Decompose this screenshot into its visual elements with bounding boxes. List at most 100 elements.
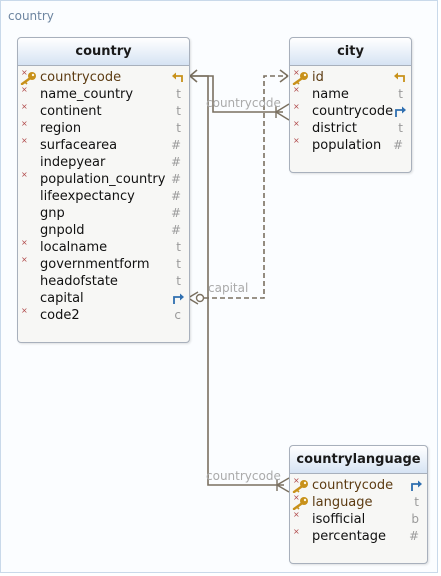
corner-arrow-icon (395, 106, 406, 117)
group-title: country (8, 9, 54, 23)
column-type: t (398, 87, 403, 101)
column-name: code2 (40, 308, 80, 323)
column-row[interactable]: gnp# (18, 205, 189, 222)
column-type: c (174, 308, 181, 322)
column-type: t (414, 495, 419, 509)
column-name: lifeexpectancy (40, 189, 135, 204)
table-header-city[interactable]: city (290, 38, 411, 66)
column-name: population_country (40, 172, 166, 187)
table-header-country[interactable]: country (18, 38, 189, 66)
column-row[interactable]: × language t (290, 493, 427, 511)
column-row[interactable]: × id (290, 68, 411, 86)
key-icon (292, 480, 308, 493)
required-marker: × (21, 306, 28, 315)
column-type: # (170, 189, 181, 203)
corner-arrow-icon (173, 293, 184, 304)
column-name: indepyear (40, 155, 106, 170)
column-type: t (176, 240, 181, 254)
column-name: countrycode (312, 104, 394, 119)
return-arrow-icon (394, 72, 405, 82)
column-name: id (312, 70, 324, 85)
relation-country-language[interactable] (190, 75, 290, 493)
relation-country-city[interactable] (189, 69, 290, 121)
column-name: headofstate (40, 274, 118, 289)
column-row[interactable]: × code2 c (18, 306, 189, 324)
column-row[interactable]: lifeexpectancy # (18, 188, 189, 205)
required-marker: × (21, 119, 28, 128)
required-marker: × (293, 510, 300, 519)
relation-city-capital[interactable] (187, 69, 289, 305)
required-marker: × (293, 493, 300, 502)
required-marker: × (293, 119, 300, 128)
column-name: gnp (40, 206, 65, 221)
column-row[interactable]: × surfacearea # (18, 136, 189, 154)
required-marker: × (293, 136, 300, 145)
column-name: isofficial (312, 512, 366, 527)
column-type: # (170, 138, 181, 152)
table-countrylanguage[interactable]: countrylanguage × countrycode × language t × i… (289, 445, 428, 564)
required-marker: × (21, 85, 28, 94)
column-name: surfacearea (40, 138, 118, 153)
column-name: district (312, 121, 357, 136)
required-marker: × (21, 170, 28, 179)
column-type: # (408, 529, 419, 543)
required-marker: × (293, 527, 300, 536)
required-marker: × (293, 102, 300, 111)
column-row[interactable]: ×countrycode (18, 68, 189, 86)
column-type: t (176, 257, 181, 271)
return-arrow-icon (172, 72, 183, 82)
column-type: t (176, 104, 181, 118)
column-name: continent (40, 104, 102, 119)
required-marker: × (21, 238, 28, 247)
required-marker: × (21, 102, 28, 111)
column-row[interactable]: capital (18, 290, 189, 307)
column-name: name_country (40, 87, 134, 102)
table-header-countrylanguage[interactable]: countrylanguage (290, 446, 427, 474)
corner-arrow-icon (411, 480, 422, 491)
required-marker: × (293, 68, 300, 77)
column-type: t (398, 121, 403, 135)
column-type: t (176, 87, 181, 101)
relation-label-country-city: countrycode (206, 96, 281, 110)
column-row[interactable]: headofstate t (18, 273, 189, 290)
column-name: governmentform (40, 257, 150, 272)
column-name: capital (40, 291, 84, 306)
column-type: t (176, 121, 181, 135)
column-name: gnpold (40, 223, 85, 238)
column-row[interactable]: × district t (290, 119, 411, 137)
column-row[interactable]: × name_country t (18, 85, 189, 103)
column-row[interactable]: × countrycode (290, 102, 411, 120)
relation-label-capital: capital (208, 281, 248, 295)
column-type: t (176, 274, 181, 288)
column-name: language (312, 495, 373, 510)
column-name: percentage (312, 529, 387, 544)
key-icon (292, 497, 308, 510)
column-row[interactable]: × countrycode (290, 476, 427, 494)
column-name: countrycode (312, 478, 394, 493)
relation-label-country-language: countrycode (206, 469, 281, 483)
column-type: # (170, 155, 181, 169)
column-row[interactable]: gnpold# (18, 222, 189, 239)
column-row[interactable]: indepyear # (18, 154, 189, 171)
column-row[interactable]: × continent t (18, 102, 189, 120)
required-marker: × (21, 68, 28, 77)
column-type: # (392, 138, 403, 152)
column-row[interactable]: × percentage # (290, 527, 427, 545)
column-row[interactable]: × population_country # (18, 170, 189, 188)
column-row[interactable]: ×population# (290, 136, 411, 154)
key-icon (292, 72, 308, 85)
required-marker: × (21, 136, 28, 145)
column-type: # (170, 172, 181, 186)
required-marker: × (293, 476, 300, 485)
